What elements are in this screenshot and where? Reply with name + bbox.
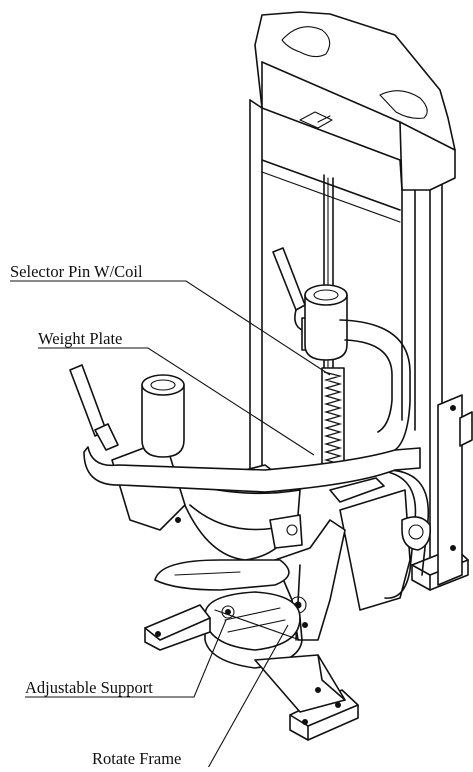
label-selector-pin: Selector Pin W/Coil — [10, 262, 143, 281]
left-handle — [69, 364, 119, 451]
right-roller-pad — [304, 284, 348, 361]
main-arm-tube — [83, 319, 421, 503]
tower-top-cap — [254, 11, 456, 191]
label-rotate-frame: Rotate Frame — [92, 749, 181, 767]
rotating-base — [154, 559, 303, 669]
side-bracket — [437, 394, 473, 586]
label-weight-plate: Weight Plate — [38, 329, 122, 348]
front-right-foot — [289, 689, 359, 741]
coil-spring — [323, 371, 343, 465]
left-roller-pad — [141, 374, 185, 458]
tower-uprights — [249, 99, 443, 586]
label-adjustable-support: Adjustable Support — [25, 678, 153, 697]
selector-pin-coil — [323, 371, 343, 465]
front-left-foot — [144, 604, 211, 651]
base-beam — [254, 654, 346, 713]
seat — [174, 479, 303, 561]
